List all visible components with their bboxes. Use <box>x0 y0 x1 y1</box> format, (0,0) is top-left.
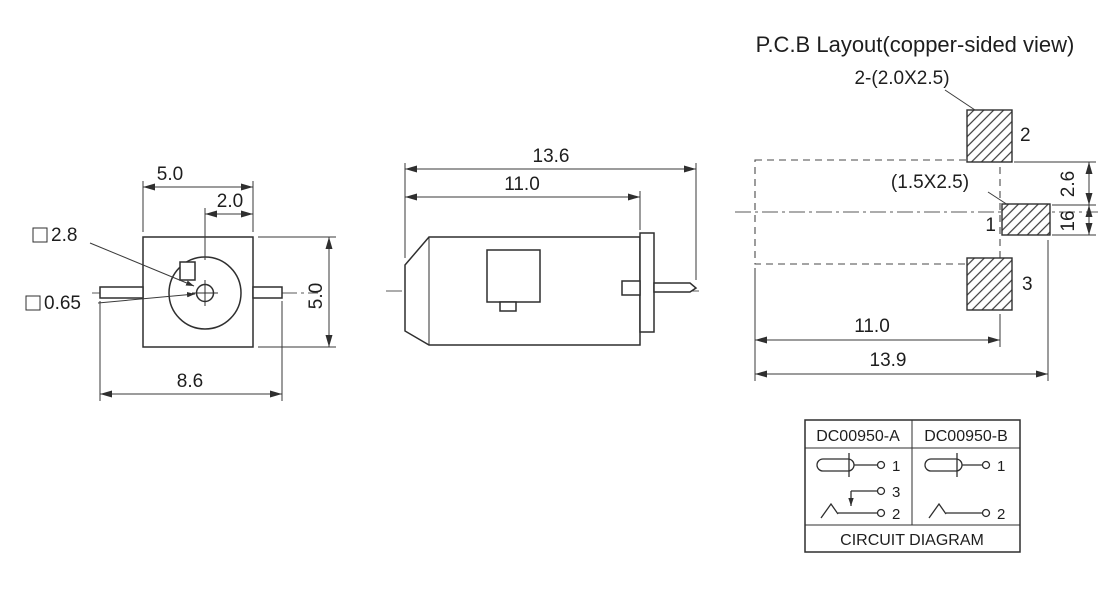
side-detail-tab <box>499 301 517 312</box>
circuit-symbol-a: 1 3 2 <box>816 453 900 523</box>
dim-pcb-total: 13.9 <box>755 240 1049 381</box>
pcb-layout-title: P.C.B Layout(copper-sided view) <box>756 32 1075 57</box>
dim-front-body-width: 5.0 <box>142 164 254 232</box>
pad-1-label: 1 <box>985 215 996 236</box>
pad-3 <box>966 257 1013 311</box>
pin-label-a-2: 2 <box>892 506 900 523</box>
dim-label-height: 5.0 <box>306 283 327 309</box>
pin-label-a-3: 3 <box>892 484 900 501</box>
dim-front-height: 5.0 <box>258 236 336 348</box>
pin-label-a-1: 1 <box>892 458 900 475</box>
front-notch <box>179 261 196 281</box>
leader-line <box>89 242 195 287</box>
side-detail-window <box>486 249 541 303</box>
dim-front-pin-offset: 2.0 <box>204 191 253 260</box>
side-view: 13.6 11.0 <box>386 146 702 346</box>
leader-line <box>944 89 976 111</box>
dim-pcb-vertical-lower: 16 <box>1052 205 1096 236</box>
dim-label-pin-tip: 0.65 <box>44 293 81 314</box>
leader-line <box>987 191 1009 206</box>
pad-2 <box>966 109 1013 163</box>
front-view: 5.0 2.0 2.8 0.65 5.0 <box>25 164 336 401</box>
table-caption: CIRCUIT DIAGRAM <box>840 532 984 549</box>
pad-1 <box>1001 203 1051 236</box>
callout-pin-square: 2.8 <box>32 225 195 287</box>
dim-front-total-width: 8.6 <box>99 301 283 401</box>
circuit-symbol-b: 1 2 <box>924 453 1005 523</box>
dim-label-body-length: 11.0 <box>504 174 540 195</box>
pcb-body-outline-dashed <box>754 159 1001 265</box>
note-pad-1: (1.5X2.5) <box>891 172 969 193</box>
side-terminal-plate <box>639 232 655 333</box>
sleeve-contact-symbol <box>820 502 839 519</box>
dim-label-v-lower: 16 <box>1058 210 1079 231</box>
dim-side-total-length: 13.6 <box>404 146 697 280</box>
callout-pin-tip: 0.65 <box>25 292 196 314</box>
square-symbol <box>25 295 41 311</box>
dim-label-pcb-inner: 11.0 <box>854 316 890 337</box>
note-pads-2-3: 2-(2.0X2.5) <box>854 68 949 89</box>
leader-line <box>97 292 196 304</box>
pin-label-b-1: 1 <box>997 458 1005 475</box>
front-right-pin <box>252 286 283 299</box>
terminal-1-b <box>981 460 991 470</box>
front-left-pin <box>99 286 144 299</box>
table-header-b: DC00950-B <box>924 428 1008 445</box>
square-symbol <box>32 227 48 243</box>
terminal-2-b <box>981 508 991 518</box>
dim-label-pin-square: 2.8 <box>51 225 77 246</box>
pcb-layout: 2 1 3 2-(2.0X2.5) (1.5X2.5) 2.6 16 11.0 <box>735 68 1098 381</box>
terminal-3-a <box>876 486 886 496</box>
dim-label-v-upper: 2.6 <box>1058 171 1079 197</box>
sleeve-contact-symbol <box>928 502 947 519</box>
dim-label-body-width: 5.0 <box>157 164 183 185</box>
dim-label-pin-offset: 2.0 <box>217 191 243 212</box>
side-bracket <box>621 280 641 296</box>
dim-label-total-length: 13.6 <box>533 146 570 167</box>
terminal-2-a <box>876 508 886 518</box>
dim-label-pcb-total: 13.9 <box>870 350 907 371</box>
circuit-table: DC00950-A DC00950-B CIRCUIT DIAGRAM 1 3 … <box>804 419 1021 553</box>
dim-label-total-width: 8.6 <box>177 371 203 392</box>
dim-pcb-vertical-upper: 2.6 <box>1014 161 1096 206</box>
dim-side-body-length: 11.0 <box>405 174 641 230</box>
pin-label-b-2: 2 <box>997 506 1005 523</box>
dim-pcb-inner: 11.0 <box>754 268 1001 381</box>
pad-2-label: 2 <box>1020 125 1031 146</box>
pad-3-label: 3 <box>1022 274 1033 295</box>
table-header-a: DC00950-A <box>816 428 900 445</box>
terminal-1-a <box>876 460 886 470</box>
side-pin <box>653 282 698 293</box>
